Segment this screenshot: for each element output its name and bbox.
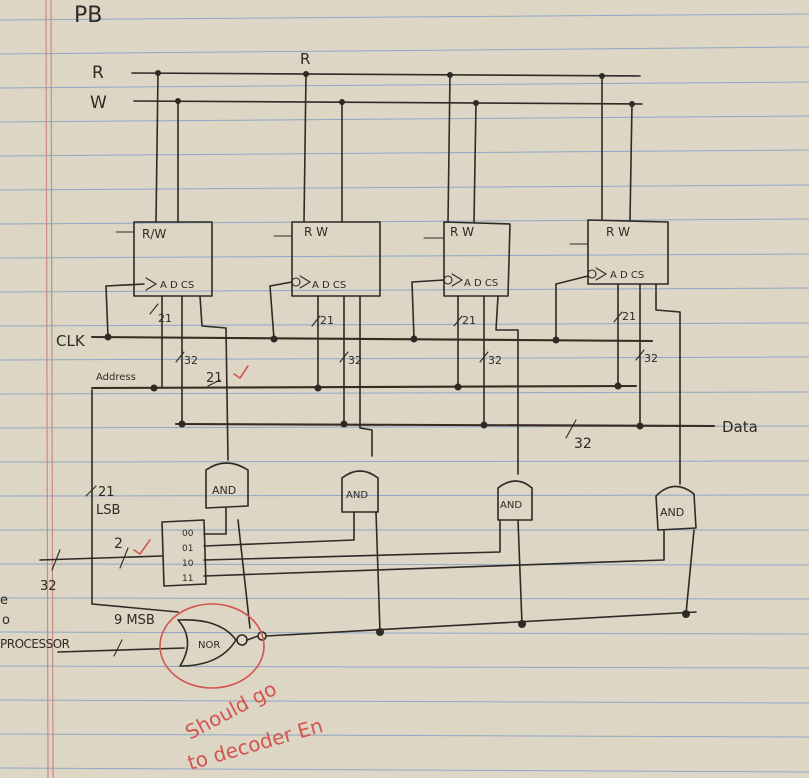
decoder-out-01: 01: [182, 544, 193, 554]
cpu-bus-width: 32: [40, 579, 57, 594]
module-2-ports: A D CS: [312, 280, 346, 291]
decoder-2to4: 00 01 10 11 2: [114, 507, 665, 587]
processor-label: PROCESSOR: [0, 637, 70, 651]
page-corner-label: PB: [74, 3, 102, 28]
data-width-4: 32: [644, 352, 658, 365]
data-width-1: 32: [184, 354, 198, 367]
module-3-control: R W: [450, 225, 474, 239]
data-label: Data: [722, 418, 758, 436]
margin-fragment-1: e: [0, 593, 8, 608]
and-gate-2-label: AND: [346, 490, 368, 501]
module-1-ports: A D CS: [160, 280, 194, 291]
processor-buses: 21 LSB 32 9 MSB e o PROCESSOR: [0, 389, 185, 657]
and-gate-4: AND: [655, 485, 697, 531]
and-gate-2: AND: [341, 470, 379, 513]
address-21-text: 21: [206, 371, 223, 386]
and-gate-4-label: AND: [660, 506, 684, 519]
addr-width-1: 21: [158, 312, 172, 325]
address-bus: Address 21 21 21 21: [90, 283, 638, 392]
address-label: Address: [96, 372, 136, 383]
nor-label: NOR: [198, 640, 220, 651]
memory-module-3: R W A D CS: [423, 221, 511, 297]
nor-gate: NOR: [177, 511, 697, 667]
module-4-control: R W: [606, 225, 630, 239]
read-line-label-top: R: [300, 50, 310, 68]
data-width-main: 32: [574, 436, 592, 452]
control-lines: R W R: [90, 50, 643, 223]
decoder-out-10: 10: [182, 559, 194, 569]
and-gate-3: AND: [497, 480, 533, 521]
module-3-ports: A D CS: [464, 278, 498, 289]
memory-module-4: R W A D CS: [569, 219, 669, 285]
decoder-out-11: 11: [182, 574, 193, 584]
module-2-control: R W: [304, 225, 328, 239]
decoder-input-width: 2: [114, 536, 123, 552]
module-1-control: R/W: [142, 227, 166, 241]
and-gate-1-label: AND: [212, 484, 236, 497]
data-width-2: 32: [348, 354, 362, 367]
decoder-out-00: 00: [182, 529, 194, 539]
memory-module-1: R/W A D CS: [115, 221, 213, 297]
chip-select-lines: [199, 283, 681, 485]
addr-width-2: 21: [320, 314, 334, 327]
and-gate-1: AND: [205, 462, 249, 509]
data-bus: Data 32 32 32 32 32: [174, 283, 758, 452]
lsb-label: LSB: [96, 503, 120, 518]
read-line-label: R: [92, 63, 104, 83]
and-gate-3-label: AND: [500, 500, 522, 511]
margin-fragment-2: o: [2, 613, 10, 628]
clock-label: CLK: [56, 332, 86, 350]
module-4-ports: A D CS: [610, 270, 644, 281]
clock-line: CLK: [56, 275, 654, 350]
ruled-lines: [0, 13, 809, 773]
address-21-mark: 21: [206, 365, 249, 387]
addr-width-4: 21: [622, 310, 636, 323]
memory-module-2: R W A D CS: [273, 221, 381, 297]
addr-width-3: 21: [462, 314, 476, 327]
msb-label: 9 MSB: [114, 613, 155, 628]
data-width-3: 32: [488, 354, 502, 367]
lsb-width: 21: [98, 485, 115, 500]
margin-lines: [45, 0, 54, 778]
write-line-label: W: [90, 93, 107, 113]
